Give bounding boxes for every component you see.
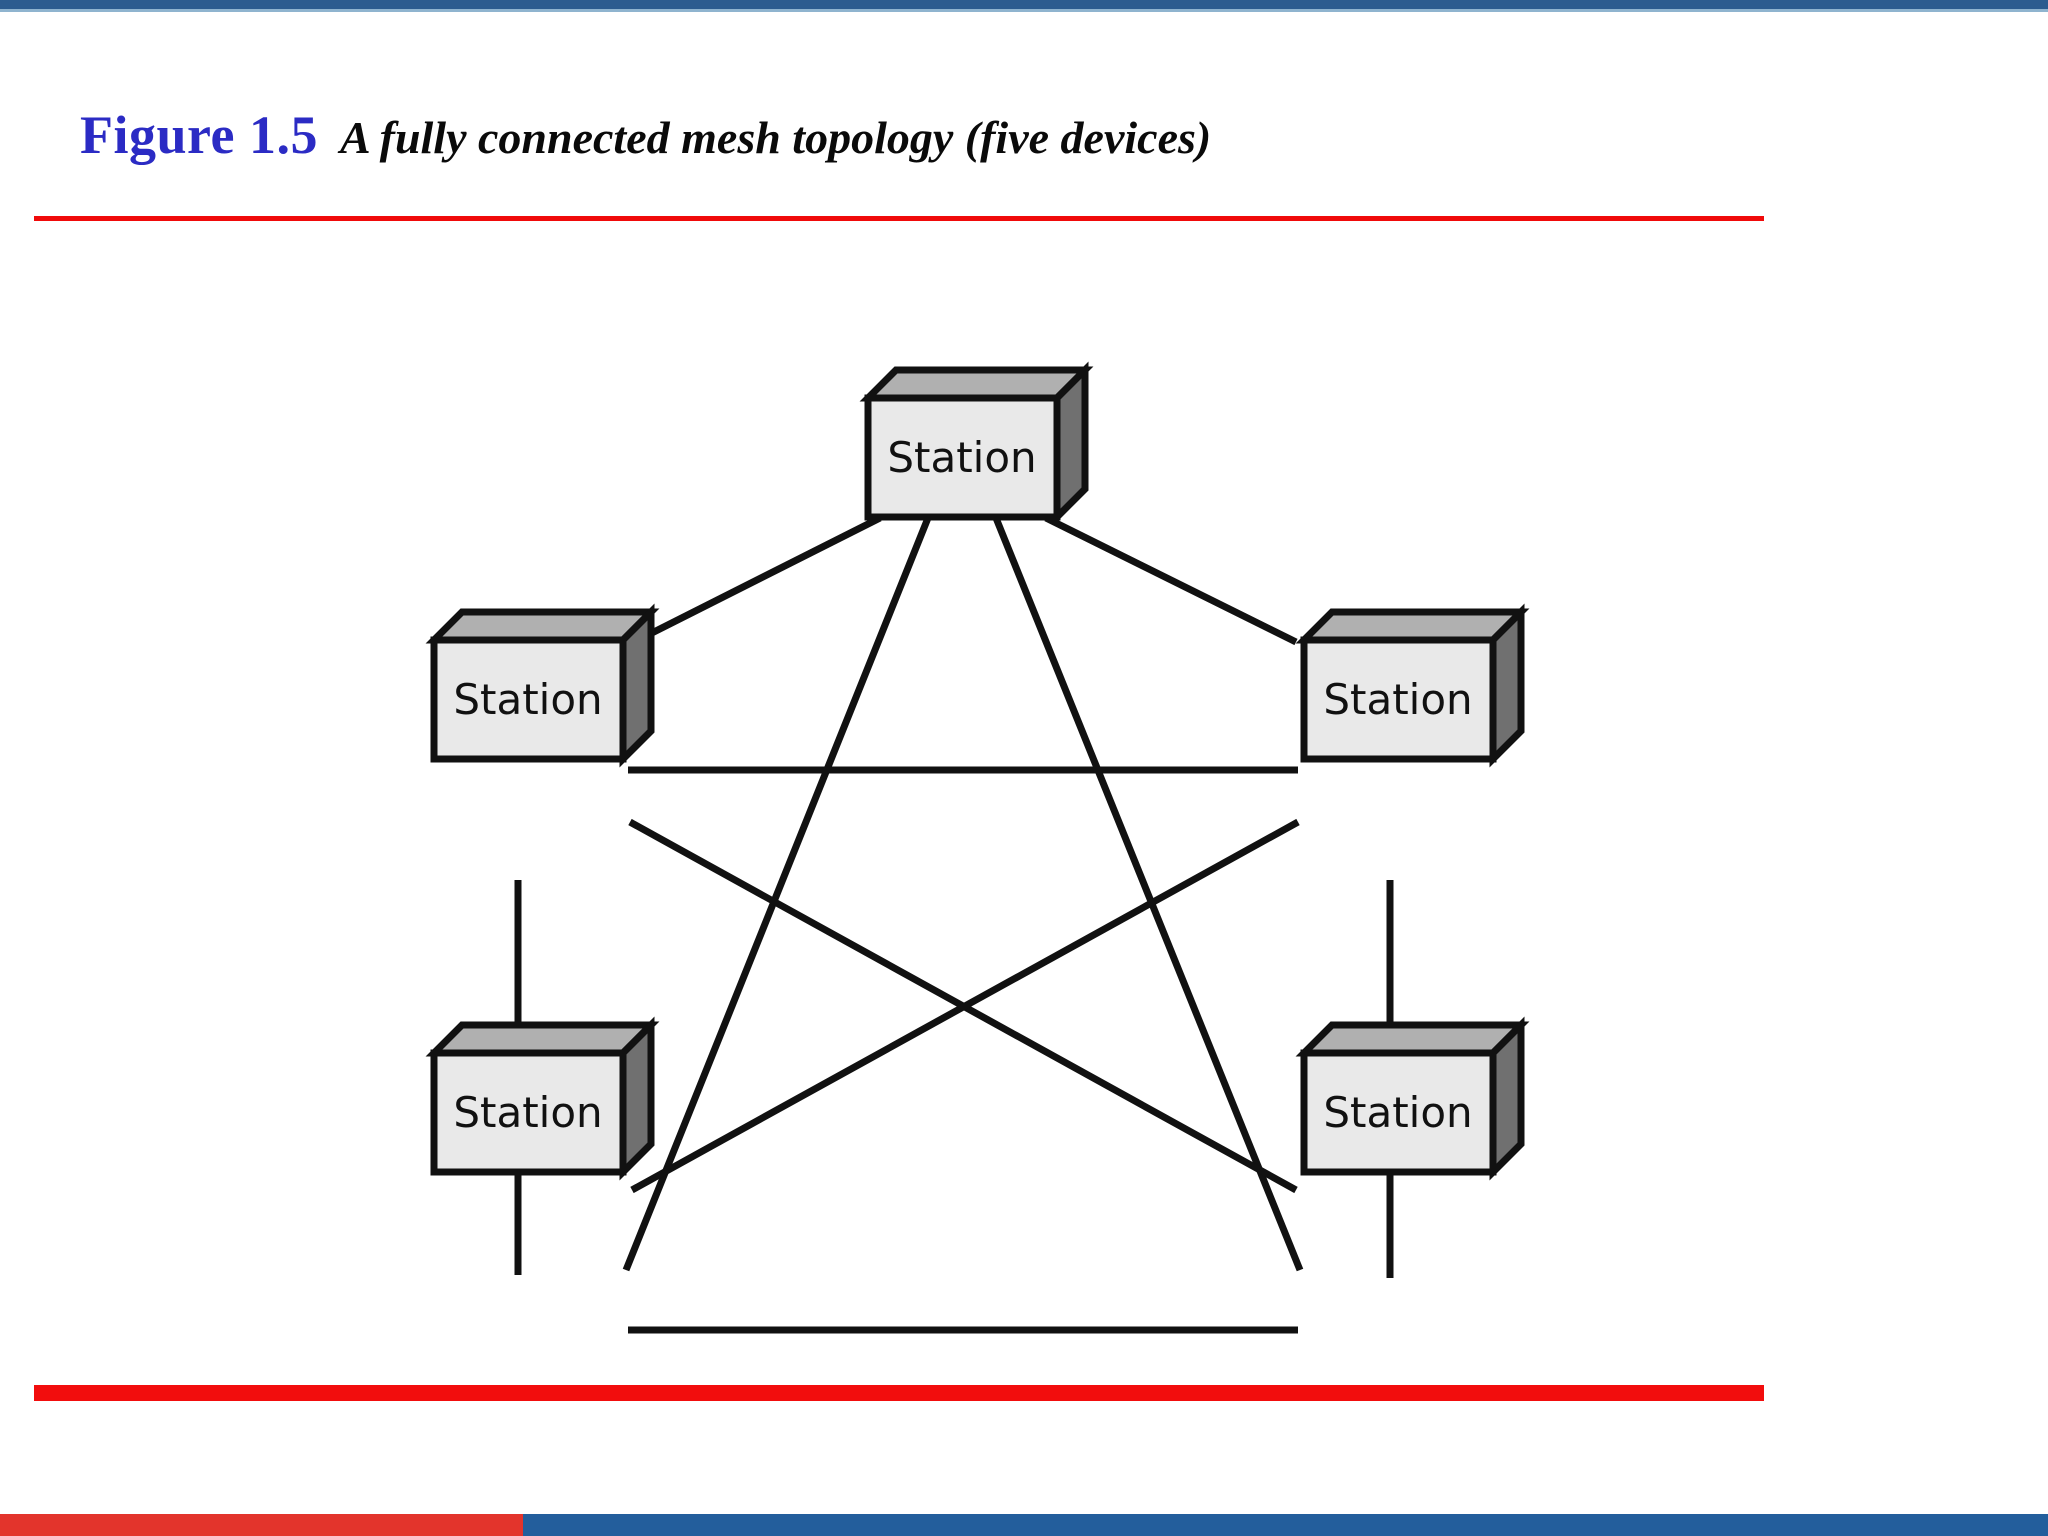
top-accent-bar (0, 0, 2048, 9)
station-top-face (1295, 1021, 1530, 1057)
bottom-accent-red (0, 1514, 523, 1536)
station-front-face (1300, 636, 1497, 763)
link-top-bottomright (992, 516, 1304, 1272)
station-label-left: Station (453, 675, 602, 724)
figure-title-row: Figure 1.5 A fully connected mesh topolog… (80, 104, 1211, 166)
station-top-face (859, 366, 1094, 402)
station-top-face (1295, 608, 1530, 644)
station-label-top: Station (887, 433, 1036, 482)
figure-caption: A fully connected mesh topology (five de… (339, 112, 1212, 163)
top-accent-hairline (0, 9, 2048, 12)
station-node-top[interactable]: Station (859, 361, 1094, 526)
station-top-face (425, 608, 660, 644)
station-side-face (1489, 1016, 1525, 1181)
station-front-face (430, 1049, 627, 1176)
station-front-face (430, 636, 627, 763)
station-side-face (619, 603, 655, 768)
bottom-accent-bar (0, 1514, 2048, 1536)
mesh-topology-diagram: Station Station Station Stati (0, 230, 2048, 1370)
station-label-bottom-right: Station (1323, 1088, 1472, 1137)
link-top-bottomleft (622, 516, 932, 1272)
station-node-right[interactable]: Station (1295, 603, 1530, 768)
bottom-accent-blue (523, 1514, 2048, 1536)
station-top-face (425, 1021, 660, 1057)
station-side-face (619, 1016, 655, 1181)
rule-bottom (34, 1385, 1764, 1401)
mesh-topology-svg: Station Station Station Stati (425, 361, 1530, 1334)
station-front-face (864, 394, 1061, 521)
station-label-bottom-left: Station (453, 1088, 602, 1137)
station-front-face (1300, 1049, 1497, 1176)
link-top-left (632, 514, 882, 646)
link-right-bottomleft (630, 818, 1300, 1194)
figure-number: Figure 1.5 (80, 105, 318, 165)
station-side-face (1489, 603, 1525, 768)
station-label-right: Station (1323, 675, 1472, 724)
station-node-bottom-right[interactable]: Station (1295, 1016, 1530, 1181)
link-top-right (1044, 514, 1298, 646)
station-node-left[interactable]: Station (425, 603, 660, 768)
station-side-face (1053, 361, 1089, 526)
station-node-bottom-left[interactable]: Station (425, 1016, 660, 1181)
rule-under-title (34, 216, 1764, 221)
